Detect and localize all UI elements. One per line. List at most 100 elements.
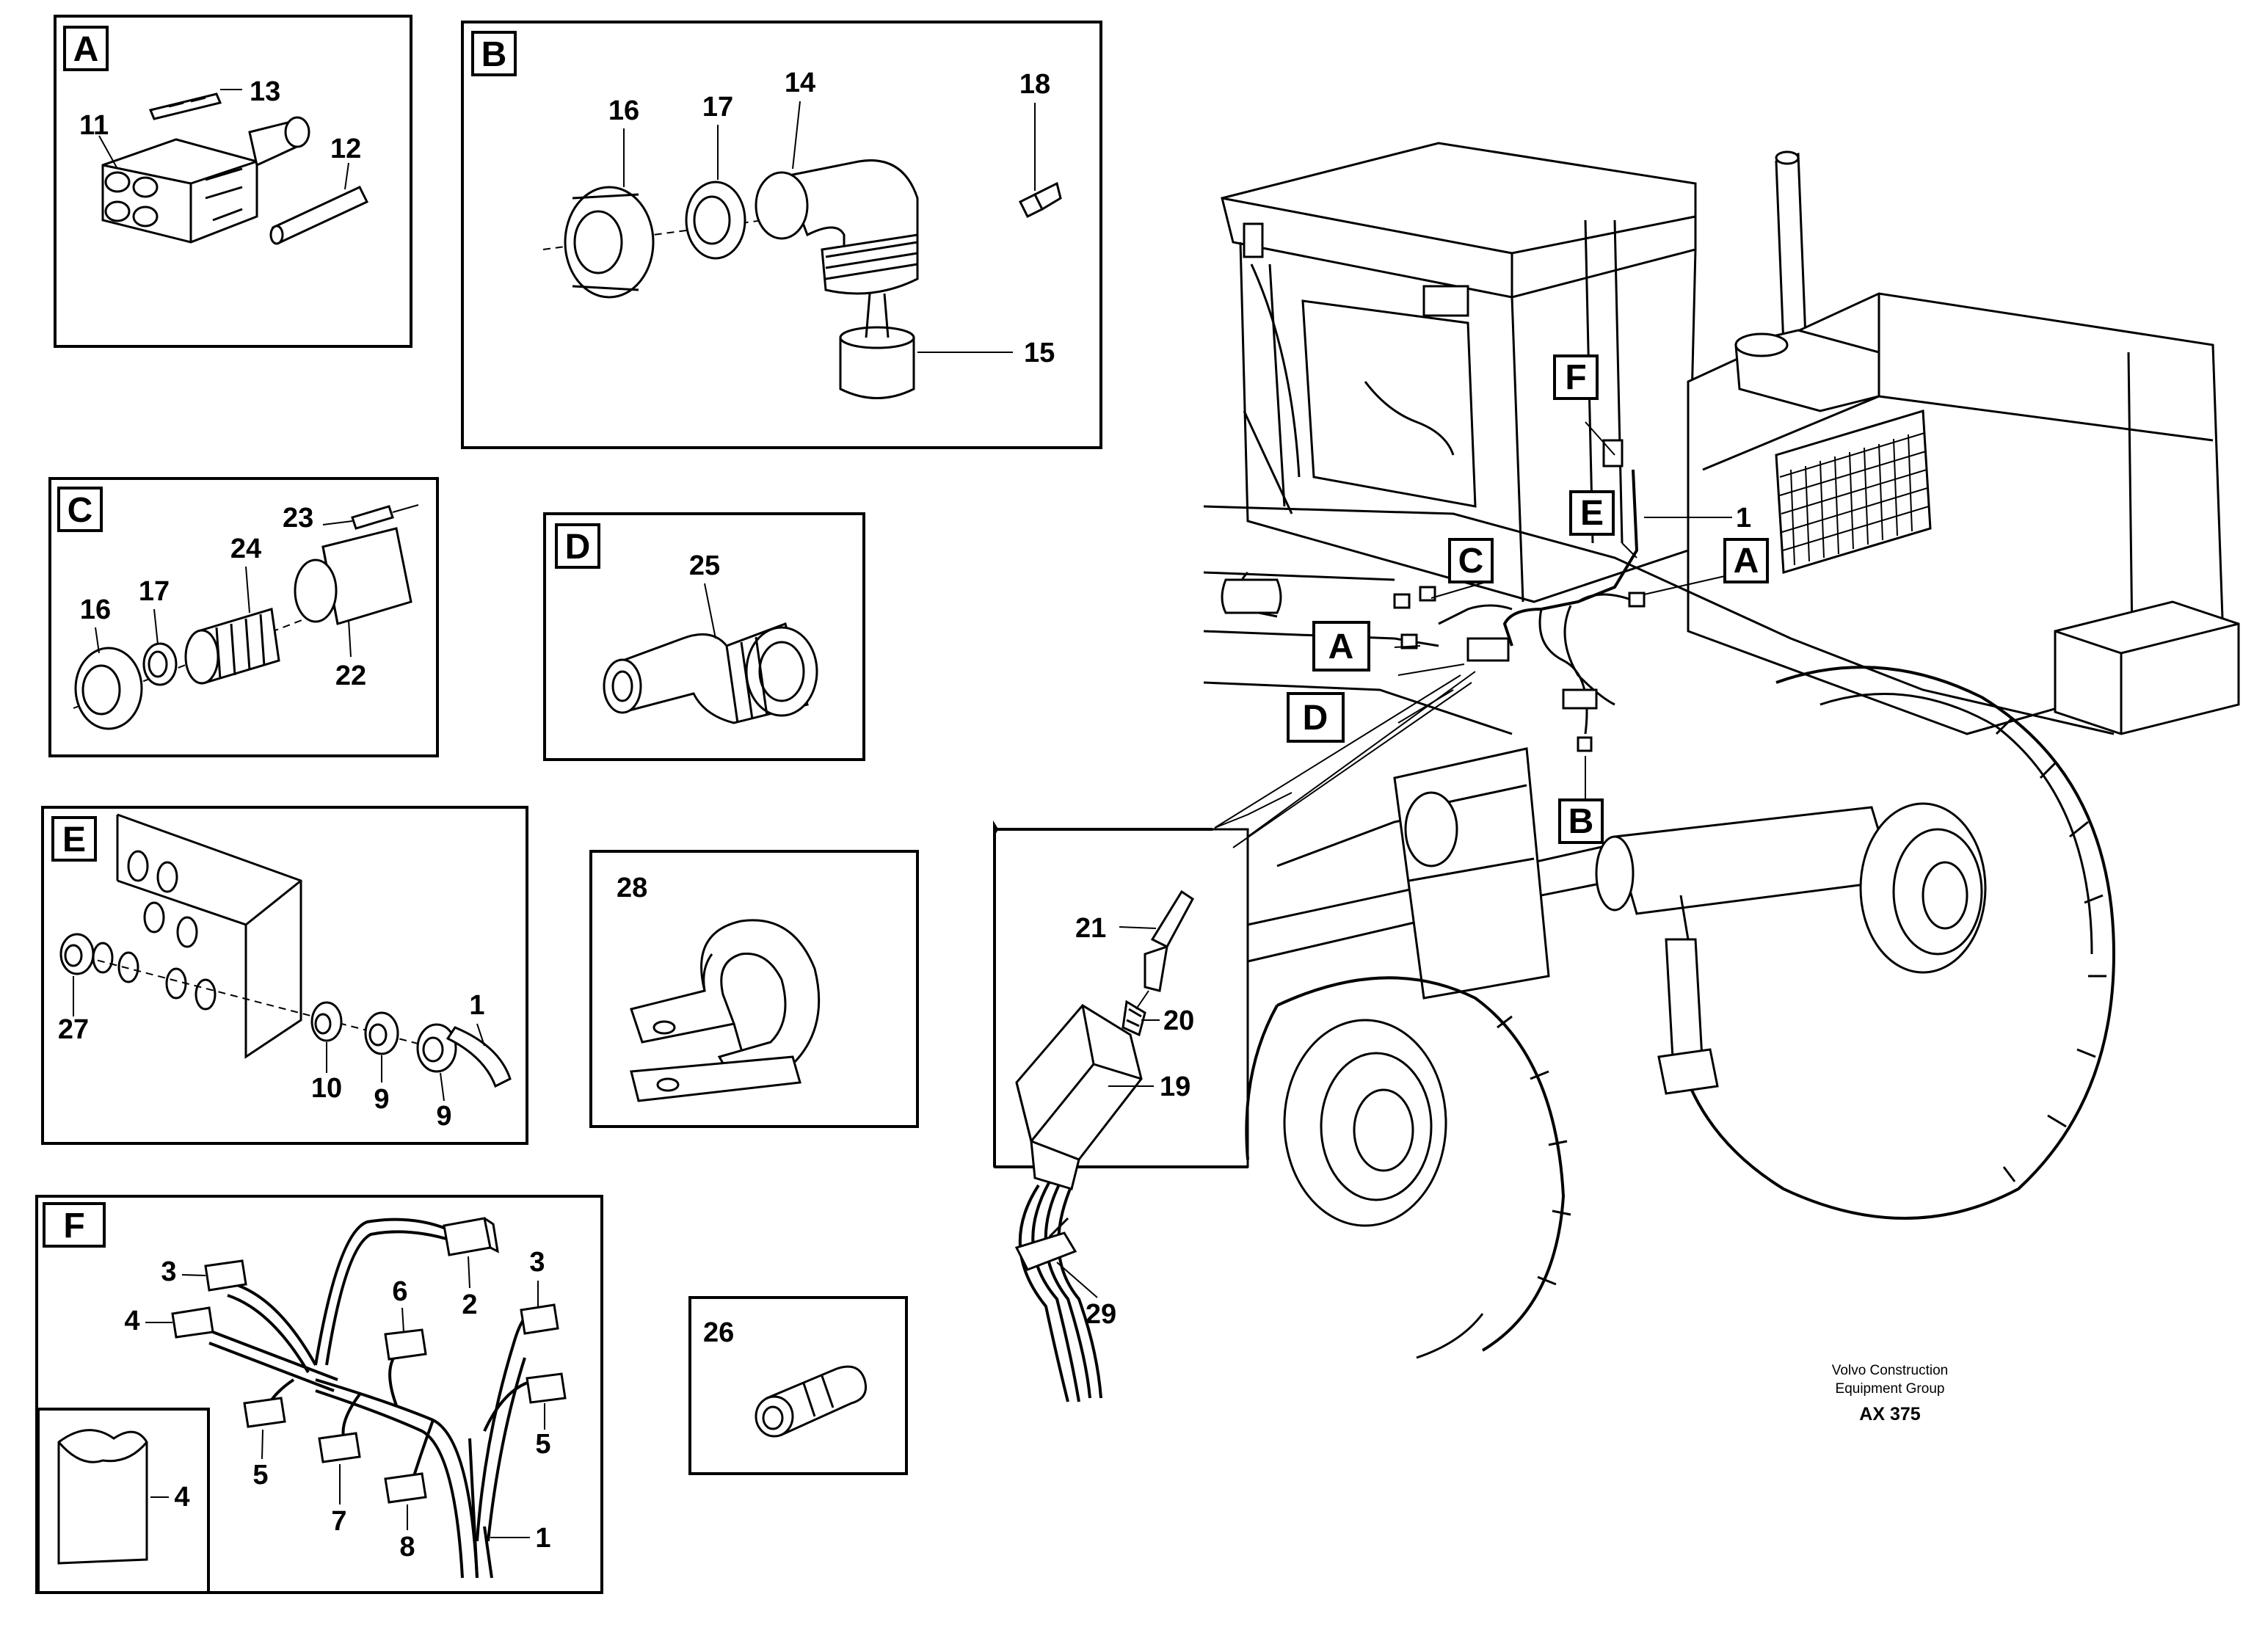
connector-block-3r — [520, 1303, 559, 1335]
footer-code: AX 375 — [1859, 1404, 1920, 1424]
elbow-14 — [755, 159, 919, 295]
connector-block-7 — [318, 1432, 361, 1463]
callout-b: B — [1568, 802, 1594, 841]
part-label-26: 26 — [703, 1317, 734, 1348]
panel-28: 28 — [589, 850, 919, 1128]
sensor-wires — [1018, 1181, 1102, 1402]
nut-16c — [74, 647, 143, 730]
nut-16 — [564, 186, 655, 299]
callout-d: D — [1303, 699, 1328, 738]
part-label-20: 20 — [1163, 1005, 1194, 1036]
connector-22 — [294, 527, 412, 625]
washer-17c — [142, 642, 178, 686]
footer-line1: Volvo Construction — [1832, 1363, 1948, 1378]
clip-29 — [1014, 1217, 1077, 1271]
part-label-19: 19 — [1160, 1071, 1190, 1102]
connector-block-8 — [384, 1472, 427, 1504]
terminal-18 — [1018, 103, 1062, 219]
panel-c: C 23 24 16 17 22 — [48, 477, 439, 757]
fitting-24 — [184, 608, 280, 685]
panel-a-letter: A — [73, 30, 99, 69]
part-label-3l: 3 — [161, 1256, 176, 1287]
part-label-7: 7 — [331, 1506, 346, 1537]
footer: Volvo Construction Equipment Group AX 37… — [1832, 1363, 1948, 1424]
part-label-4b: 4 — [174, 1482, 189, 1513]
part-label-28: 28 — [617, 873, 647, 903]
part-label-16c: 16 — [80, 594, 111, 625]
part-label-8: 8 — [399, 1532, 415, 1562]
callout-f: F — [1565, 358, 1586, 397]
part-label-22: 22 — [335, 661, 366, 691]
part-label-15: 15 — [1024, 338, 1055, 368]
part-label-13: 13 — [250, 76, 280, 107]
clamp-28 — [630, 919, 821, 1102]
part-label-6: 6 — [392, 1276, 407, 1307]
nut-9b — [416, 1023, 457, 1073]
connector-block-5r — [526, 1372, 567, 1404]
callout-a-right: A — [1734, 542, 1759, 581]
callout-1: 1 — [1736, 503, 1751, 534]
part-label-10: 10 — [311, 1073, 342, 1104]
connector-block-6 — [384, 1328, 427, 1361]
cable-1 — [446, 1026, 512, 1088]
connector-housing-11 — [101, 116, 310, 244]
part-label-11: 11 — [79, 110, 109, 141]
part-label-9a: 9 — [374, 1084, 389, 1115]
callout-e: E — [1580, 494, 1604, 533]
panel-e: E 1 — [41, 806, 528, 1145]
elbow-25 — [603, 622, 818, 724]
part-label-5l: 5 — [252, 1460, 268, 1491]
part-label-2: 2 — [462, 1289, 477, 1320]
part-label-27: 27 — [58, 1014, 89, 1045]
cap-15 — [839, 293, 915, 399]
connector-19 — [1015, 1004, 1143, 1190]
part-label-14: 14 — [785, 68, 815, 98]
panel-b: B 16 17 14 — [461, 21, 1102, 449]
part-label-4a: 4 — [124, 1306, 139, 1336]
bulkhead-plate — [92, 813, 302, 1059]
connector-block-2 — [443, 1217, 499, 1256]
nut-9a — [364, 1011, 399, 1055]
connector-block-5l — [243, 1397, 286, 1428]
part-label-16: 16 — [608, 95, 639, 126]
connector-block-4 — [171, 1306, 214, 1339]
connector-block-3l — [204, 1259, 247, 1292]
part-label-1f: 1 — [535, 1523, 550, 1554]
panel-e-letter: E — [62, 820, 86, 859]
part-label-9b: 9 — [436, 1101, 451, 1132]
callout-c: C — [1458, 542, 1484, 581]
callout-a-left: A — [1328, 627, 1354, 666]
terminal-23 — [322, 504, 419, 530]
part-label-18: 18 — [1019, 69, 1050, 100]
part-label-24: 24 — [230, 534, 261, 564]
grommet-20 — [1121, 1000, 1146, 1037]
contact-pin-13 — [148, 92, 222, 120]
panel-a: A 13 11 12 — [54, 15, 412, 348]
panel-f-letter: F — [63, 1207, 84, 1245]
contact-sleeve-12 — [269, 186, 369, 245]
part-label-17: 17 — [702, 92, 733, 123]
part-label-25: 25 — [689, 550, 720, 581]
protective-cap-26 — [755, 1365, 867, 1438]
part-label-23: 23 — [283, 503, 313, 534]
part-label-3r: 3 — [529, 1247, 545, 1278]
panel-d: D 25 — [543, 512, 865, 761]
connector-block-4-detail — [57, 1429, 148, 1565]
part-label-21: 21 — [1075, 913, 1106, 944]
panel-d-letter: D — [565, 528, 591, 567]
washer-17 — [685, 181, 746, 260]
panel-f: F — [35, 1195, 603, 1594]
part-label-17c: 17 — [139, 576, 170, 607]
wheel-loader-illustration — [1203, 142, 2240, 1359]
harness-wires — [208, 1218, 540, 1579]
nut-27 — [59, 933, 95, 975]
machine-callouts: F E 1 C A A D B — [1287, 354, 1769, 844]
part-label-29: 29 — [1086, 1299, 1116, 1330]
panel-sensor: 21 20 19 29 — [993, 792, 1293, 1402]
footer-line2: Equipment Group — [1836, 1381, 1945, 1397]
grommet-10 — [310, 1001, 343, 1042]
panel-b-letter: B — [481, 35, 507, 74]
panel-26: 26 — [688, 1296, 908, 1475]
